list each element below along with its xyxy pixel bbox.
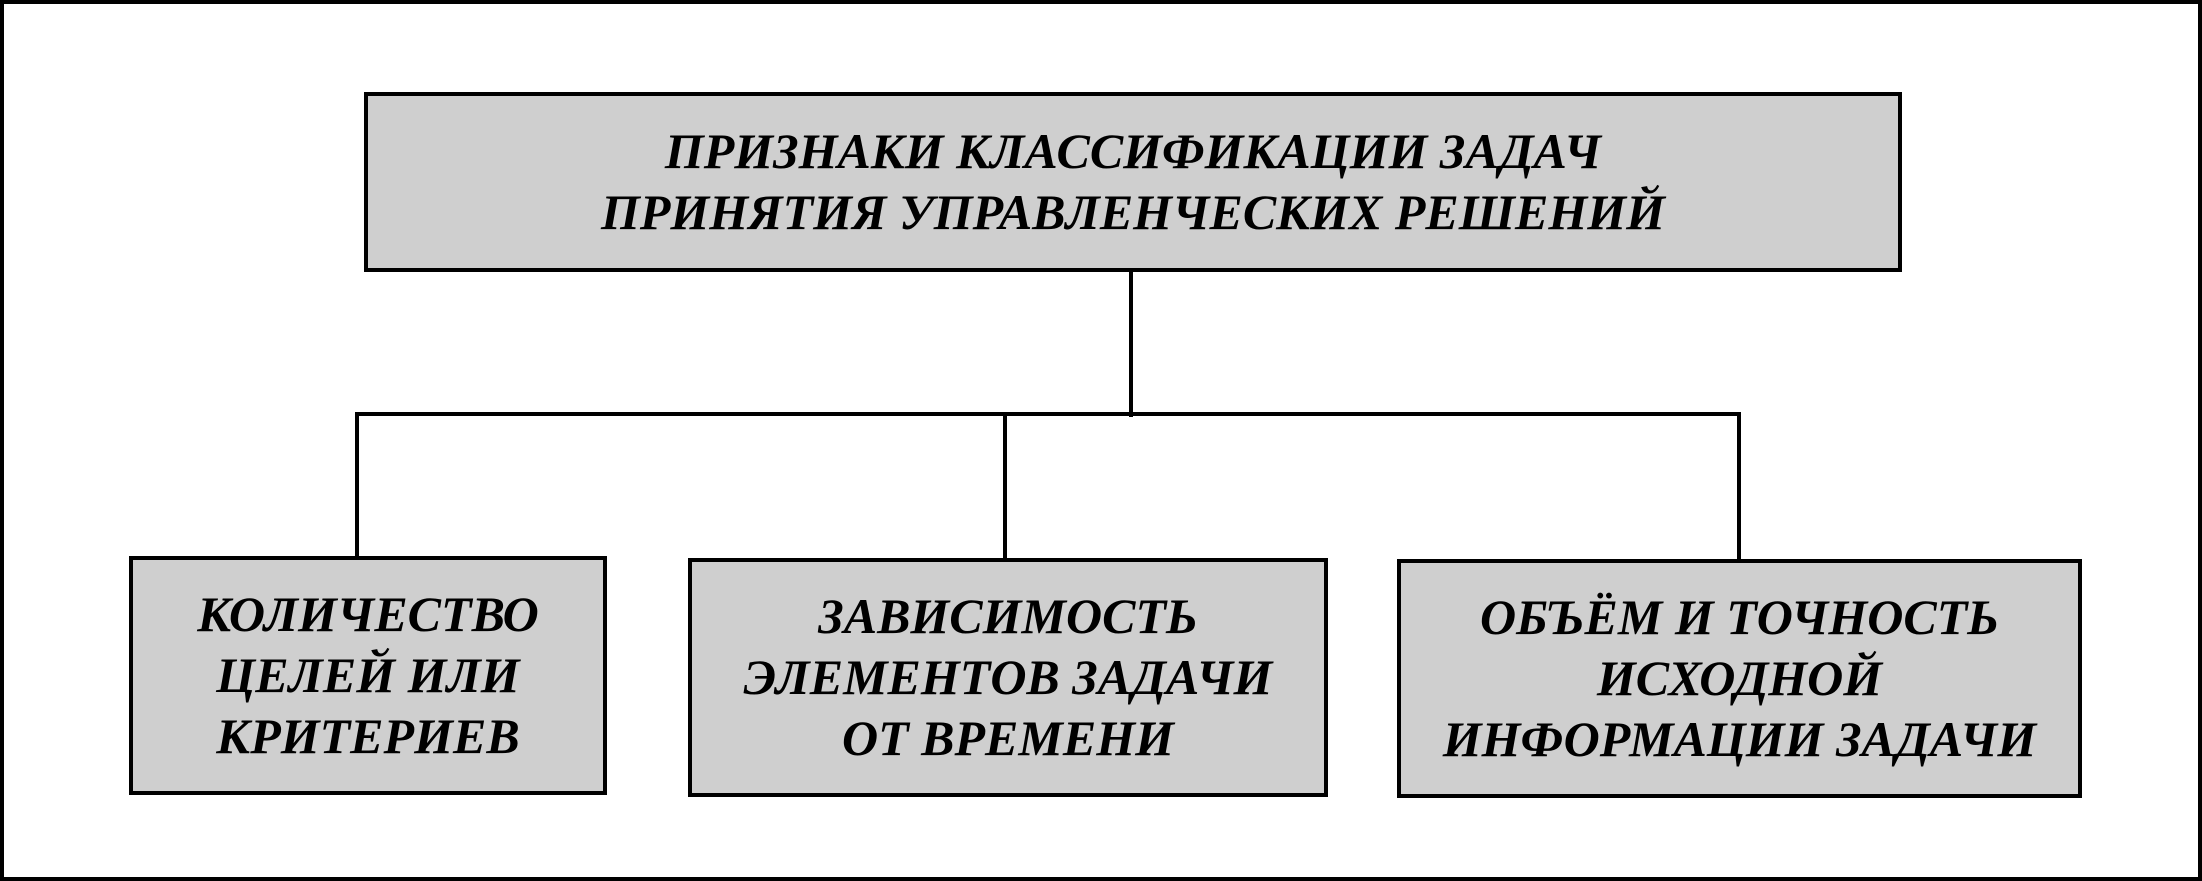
child-1-line-2: ЦЕЛЕЙ ИЛИ [216, 647, 520, 703]
child-1-line-1: КОЛИЧЕСТВО [197, 586, 539, 642]
child-3-line-3: ИНФОРМАЦИИ ЗАДАЧИ [1442, 711, 2037, 767]
root-classification-box: ПРИЗНАКИ КЛАССИФИКАЦИИ ЗАДАЧ ПРИНЯТИЯ УП… [364, 92, 1902, 272]
child-box-information-volume: ОБЪЁМ И ТОЧНОСТЬ ИСХОДНОЙ ИНФОРМАЦИИ ЗАД… [1397, 559, 2082, 798]
root-title-line-1: ПРИЗНАКИ КЛАССИФИКАЦИИ ЗАДАЧ [664, 123, 1602, 179]
child-box-time-dependence: ЗАВИСИМОСТЬ ЭЛЕМЕНТОВ ЗАДАЧИ ОТ ВРЕМЕНИ [688, 558, 1328, 797]
child-3-line-2: ИСХОДНОЙ [1596, 650, 1883, 706]
child-3-line-1: ОБЪЁМ И ТОЧНОСТЬ [1480, 589, 1999, 645]
root-title-line-2: ПРИНЯТИЯ УПРАВЛЕНЧЕСКИХ РЕШЕНИЙ [600, 184, 1666, 240]
child-2-line-1: ЗАВИСИМОСТЬ [818, 588, 1198, 644]
child-2-line-2: ЭЛЕМЕНТОВ ЗАДАЧИ [743, 649, 1273, 705]
child-box-goals-criteria: КОЛИЧЕСТВО ЦЕЛЕЙ ИЛИ КРИТЕРИЕВ [129, 556, 607, 795]
child-1-line-3: КРИТЕРИЕВ [216, 708, 520, 764]
child-2-line-3: ОТ ВРЕМЕНИ [842, 710, 1174, 766]
